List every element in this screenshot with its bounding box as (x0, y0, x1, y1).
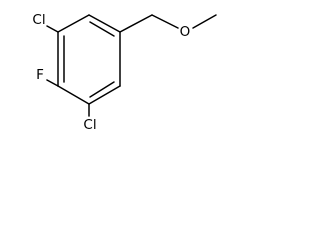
double-bond-inner-c3-c4 (89, 81, 115, 98)
benzene-ring (57, 14, 121, 105)
bond-ch2-to-oxygen (151, 14, 179, 29)
atom-label-cl-bottom: Cl (83, 117, 96, 133)
bond-oxygen-to-methyl (192, 14, 217, 29)
atom-label-fluorine: F (36, 67, 44, 83)
ring-bond-c6-c1 (57, 14, 90, 33)
ring-bond-c3-c4 (88, 85, 121, 105)
bond-ring-to-ch2 (119, 14, 153, 33)
ring-bond-c1-c2 (88, 14, 121, 33)
chemical-structure: Cl F Cl O (32, 12, 217, 133)
ring-bond-c4-c5 (57, 85, 90, 105)
bond-ring-to-cl-top (46, 25, 59, 33)
bond-ring-to-fluorine (46, 79, 59, 87)
atom-label-oxygen: O (180, 24, 191, 40)
atom-label-cl-top: Cl (32, 12, 45, 28)
double-bond-inner-c1-c2 (89, 21, 115, 37)
